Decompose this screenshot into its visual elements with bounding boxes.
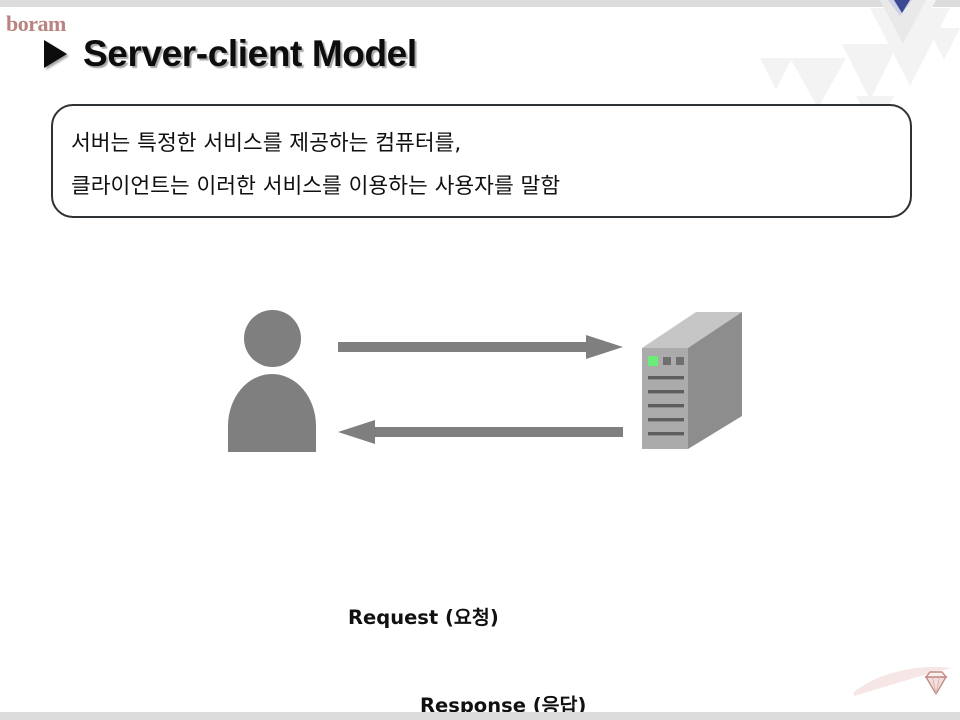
page-title-text: Server-client Model	[83, 33, 417, 74]
server-led-icon	[648, 356, 658, 366]
description-line-1: 서버는 특정한 서비스를 제공하는 컴퓨터를,	[71, 131, 462, 156]
person-silhouette-icon	[228, 310, 316, 452]
boram-logo	[854, 666, 952, 696]
description-box: 서버는 특정한 서비스를 제공하는 컴퓨터를, 클라이언트는 이러한 서비스를 …	[51, 104, 912, 218]
triangle-right-icon	[44, 40, 67, 68]
client-server-diagram: Request (요청) Response (응답) Client (서비스 사…	[0, 290, 960, 717]
arrow-label-response: Response (응답)	[420, 694, 587, 717]
arrow-response-icon	[338, 420, 623, 444]
arrow-request-icon	[338, 335, 623, 359]
server-tower-icon	[642, 312, 742, 449]
boram-logo-text: boram	[6, 11, 66, 36]
person-body-shape	[228, 374, 316, 452]
page-title: Server-client Model	[44, 33, 417, 75]
arrow-label-request: Request (요청)	[348, 606, 499, 629]
bottom-accent-bar	[0, 712, 960, 720]
diamond-icon	[924, 671, 948, 696]
top-accent-bar	[0, 0, 960, 7]
description-line-2: 클라이언트는 이러한 서비스를 이용하는 사용자를 말함	[71, 174, 561, 199]
person-head-shape	[244, 310, 301, 367]
